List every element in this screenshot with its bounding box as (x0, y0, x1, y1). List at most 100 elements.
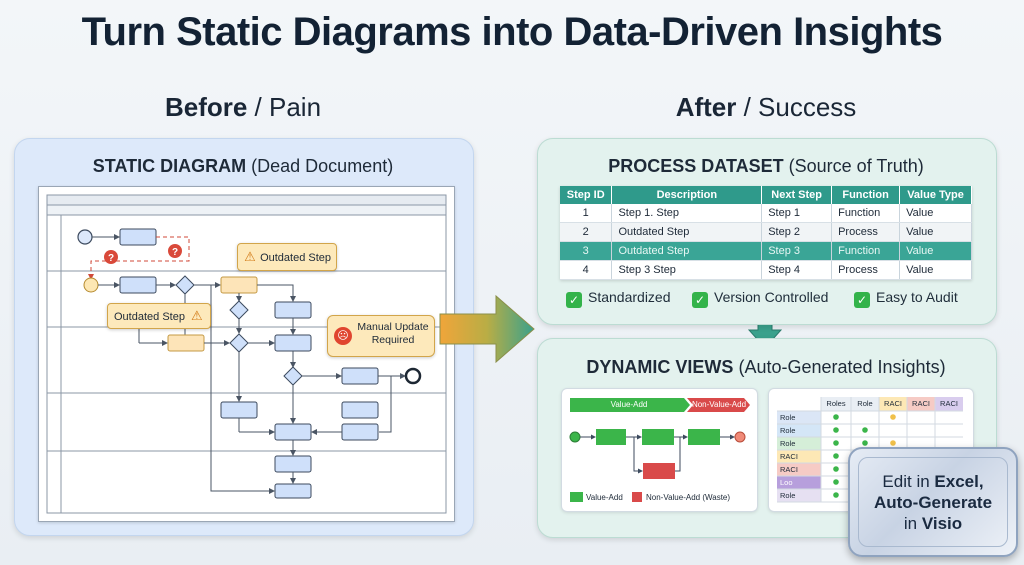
warning-icon: ⚠ (191, 308, 203, 323)
process-box-outdated (220, 276, 258, 294)
start-node (569, 431, 581, 443)
table-cell[interactable]: Value (899, 222, 972, 242)
table-cell[interactable]: Process (831, 222, 901, 242)
badge-line-1: Edit in Excel, (859, 471, 1007, 492)
process-box (274, 455, 312, 473)
check-label: Standardized (588, 289, 671, 305)
raci-dot (833, 440, 839, 446)
value-add-step (596, 429, 626, 445)
table-cell[interactable]: Process (831, 260, 901, 280)
badge-line-3-pre: in (903, 514, 922, 533)
badge-line-3: in Visio (859, 513, 1007, 534)
check-version-controlled: ✓ Version Controlled (692, 289, 828, 308)
table-cell[interactable]: 2 (560, 222, 613, 242)
page-title: Turn Static Diagrams into Data-Driven In… (81, 10, 943, 54)
table-row[interactable]: 1 Step 1. Step Step 1 Function Value (560, 204, 972, 223)
column-header[interactable]: Step ID (560, 186, 613, 204)
table-cell[interactable]: Value (899, 241, 972, 261)
before-heading: Before / Pain (14, 92, 472, 123)
after-heading-rest: / Success (743, 92, 857, 122)
static-diagram-title-rest: (Dead Document) (251, 156, 394, 176)
legend-swatch-non-value-add (632, 492, 642, 502)
raci-row-label: Role (780, 426, 796, 435)
decision-diamond (175, 275, 195, 295)
column-header[interactable]: Function (831, 186, 901, 204)
table-cell[interactable]: Step 2 (761, 222, 833, 242)
legend-swatch-value-add (570, 492, 583, 502)
table-row[interactable]: 4 Step 3 Step Step 4 Process Value (560, 260, 972, 280)
process-dataset-title: PROCESS DATASET (Source of Truth) (537, 156, 995, 177)
process-box (119, 228, 157, 246)
static-diagram-title-bold: STATIC DIAGRAM (92, 156, 247, 176)
raci-dot (833, 479, 839, 485)
checkmark-icon: ✓ (854, 292, 870, 308)
value-add-band (570, 398, 690, 412)
process-dataset-table: Step ID Description Next Step Function V… (560, 186, 972, 280)
table-header-row: Step ID Description Next Step Function V… (560, 186, 972, 204)
warning-icon: ⚠ (244, 249, 256, 264)
process-box (220, 401, 258, 419)
check-label: Version Controlled (714, 289, 829, 305)
column-header[interactable]: Value Type (899, 186, 972, 204)
dynamic-views-title: DYNAMIC VIEWS (Auto-Generated Insights) (537, 357, 995, 378)
raci-dot (862, 440, 868, 446)
column-header[interactable]: Next Step (761, 186, 833, 204)
raci-dot (890, 440, 896, 446)
before-heading-bold: Before (164, 92, 248, 122)
table-cell[interactable]: Function (831, 241, 901, 261)
table-cell[interactable]: Step 3 Step (611, 260, 763, 280)
column-header[interactable]: Description (611, 186, 763, 204)
table-row[interactable]: 2 Outdated Step Step 2 Process Value (560, 222, 972, 242)
value-stream-card: Value-Add Non-Value-Add Value-Add Non-Va… (561, 388, 758, 512)
table-cell[interactable]: Value (899, 204, 972, 223)
table-cell[interactable]: Step 1 (761, 204, 833, 223)
table-cell[interactable]: Outdated Step (611, 241, 763, 261)
table-cell[interactable]: Step 4 (761, 260, 833, 280)
table-cell[interactable]: 1 (560, 204, 613, 223)
end-node (404, 367, 422, 385)
raci-dot (833, 453, 839, 459)
static-diagram-canvas: ? ? (38, 186, 455, 522)
table-cell[interactable]: Step 3 (761, 241, 833, 261)
badge-line-1-pre: Edit in (882, 472, 935, 491)
table-cell[interactable]: 3 (560, 241, 613, 261)
transition-arrow-icon (439, 294, 535, 364)
table-cell[interactable]: Outdated Step (611, 222, 763, 242)
angry-face-icon: ☹ (334, 327, 352, 345)
dynamic-views-title-bold: DYNAMIC VIEWS (586, 357, 734, 377)
raci-row-label: RACI (780, 452, 798, 461)
process-box (274, 334, 312, 352)
table-cell[interactable]: 4 (560, 260, 613, 280)
manual-update-label: Manual Update Required (357, 321, 429, 346)
raci-header: RACI (940, 399, 958, 408)
manual-update-callout: ☹ Manual Update Required (327, 315, 435, 357)
excel-visio-badge-inner: Edit in Excel, Auto-Generate in Visio (858, 457, 1008, 547)
check-label: Easy to Audit (876, 289, 958, 305)
start-node (77, 229, 93, 245)
table-cell[interactable]: Step 1. Step (611, 204, 763, 223)
question-icon (104, 250, 118, 264)
check-standardized: ✓Standardized (566, 289, 671, 308)
process-box (341, 367, 379, 385)
value-add-step (642, 429, 674, 445)
process-box (119, 276, 157, 294)
raci-dot (833, 414, 839, 420)
table-cell[interactable]: Value (899, 260, 972, 280)
value-stream-diagram (569, 398, 750, 502)
document-box (341, 401, 379, 419)
raci-row-label: Role (780, 413, 796, 422)
process-box (274, 423, 312, 441)
checkmark-icon: ✓ (692, 292, 708, 308)
table-row-selected[interactable]: 3 Outdated Step Step 3 Function Value (560, 241, 972, 261)
svg-text:?: ? (108, 253, 114, 264)
dynamic-views-title-rest: (Auto-Generated Insights) (738, 357, 946, 377)
raci-row-label: RACI (780, 465, 798, 474)
raci-dot (862, 427, 868, 433)
after-heading: After / Success (537, 92, 995, 123)
outdated-step-callout-1: ⚠ Outdated Step (237, 243, 337, 271)
legend-label-non-value-add: Non-Value-Add (Waste) (646, 493, 731, 502)
process-dataset-table-wrap: Step ID Description Next Step Function V… (560, 186, 972, 280)
raci-header: Role (857, 399, 873, 408)
table-cell[interactable]: Function (831, 204, 901, 223)
raci-dot (833, 466, 839, 472)
